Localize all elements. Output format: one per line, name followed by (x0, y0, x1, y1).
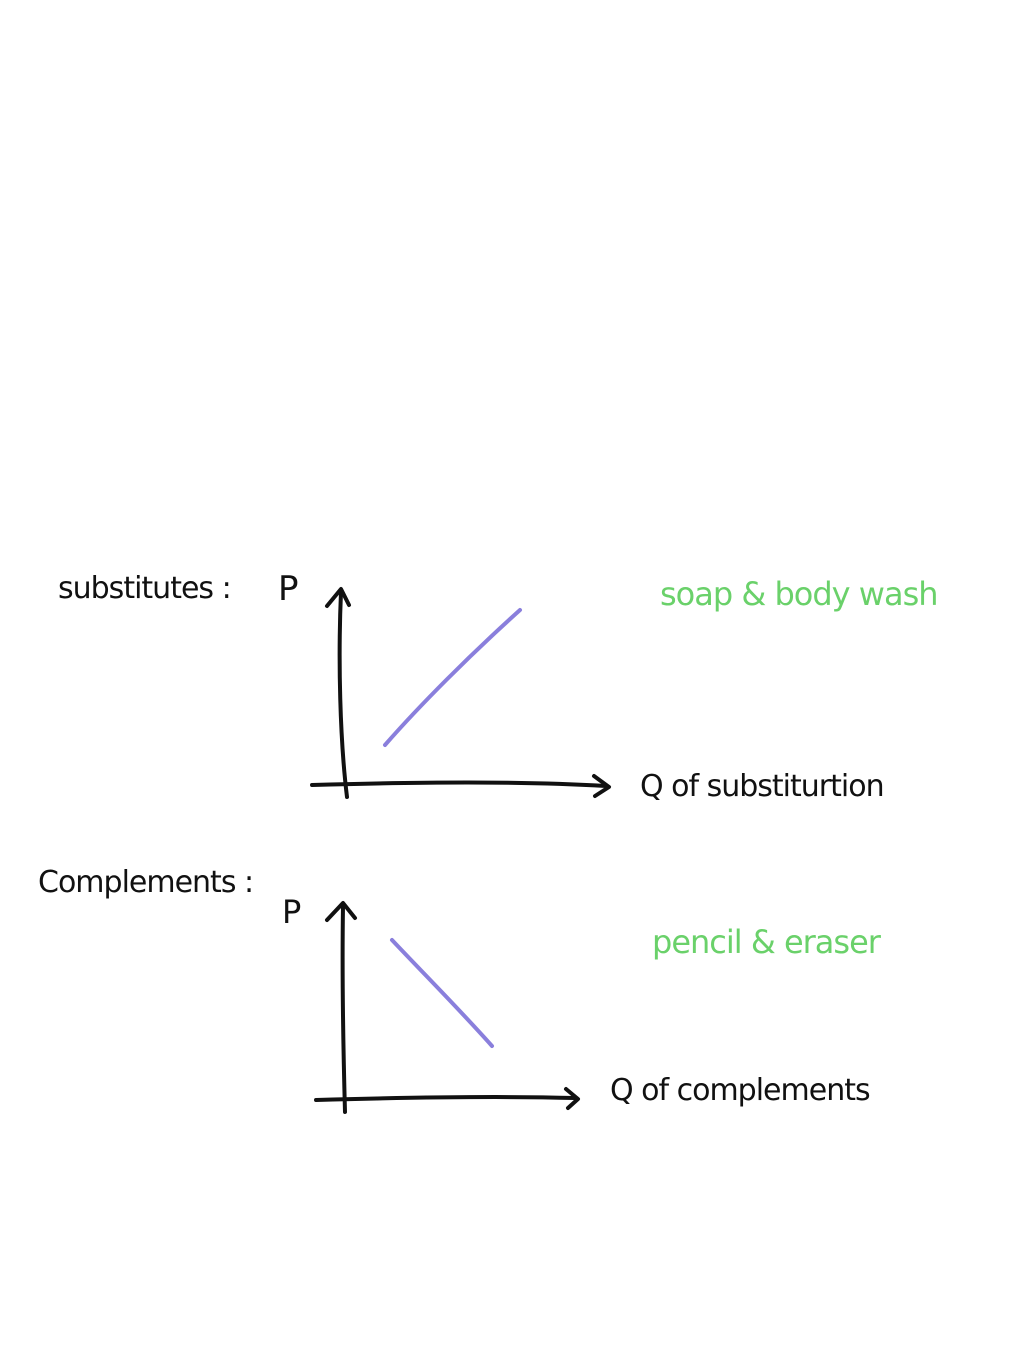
complements-title: Complements : (38, 865, 254, 900)
complements-y-axis (340, 904, 347, 1114)
complements-example: pencil & eraser (652, 923, 881, 961)
complements-curve (390, 938, 494, 1048)
substitutes-x-axis-label: Q of substiturtion (640, 769, 885, 804)
complements-y-arrowhead (325, 901, 357, 922)
substitutes-x-arrowhead (592, 774, 611, 798)
complements-x-arrowhead (564, 1087, 580, 1110)
substitutes-y-axis (337, 590, 349, 799)
substitutes-graph (310, 587, 611, 799)
complements-y-axis-label: P (282, 893, 302, 931)
substitutes-example: soap & body wash (660, 575, 939, 613)
substitutes-y-axis-label: P (278, 569, 299, 609)
substitutes-y-arrowhead (325, 587, 351, 608)
substitutes-x-axis (310, 780, 608, 788)
substitutes-title: substitutes : (58, 571, 232, 606)
complements-graph (314, 901, 580, 1114)
substitutes-curve (383, 608, 522, 747)
complements-x-axis (314, 1094, 577, 1102)
complements-x-axis-label: Q of complements (610, 1073, 871, 1108)
